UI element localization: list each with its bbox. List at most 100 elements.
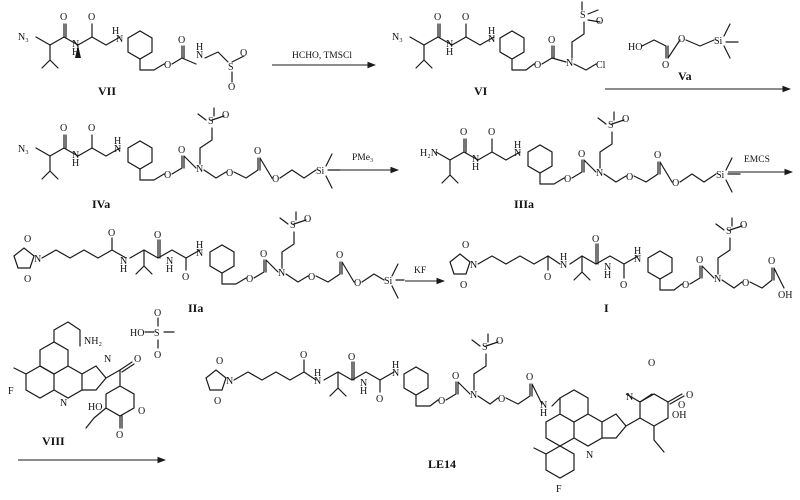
svg-text:OH: OH	[778, 290, 792, 301]
svg-text:O: O	[578, 149, 585, 160]
svg-text:H: H	[120, 264, 127, 275]
svg-text:O: O	[672, 178, 679, 189]
svg-text:N: N	[196, 248, 203, 259]
svg-text:O: O	[222, 110, 229, 121]
svg-text:O: O	[544, 272, 551, 283]
svg-text:N: N	[634, 254, 641, 265]
svg-text:O: O	[742, 278, 749, 289]
svg-text:N₃: N₃	[18, 32, 29, 43]
svg-text:N₃: N₃	[392, 32, 403, 43]
svg-text:O: O	[526, 372, 533, 383]
svg-text:S: S	[228, 62, 234, 73]
svg-text:O: O	[686, 390, 693, 401]
svg-text:O: O	[178, 35, 185, 46]
label-viii: VIII	[42, 434, 65, 448]
svg-text:F: F	[8, 386, 14, 397]
label-iva: IVa	[92, 197, 110, 211]
svg-text:O: O	[534, 60, 541, 71]
svg-text:F: F	[556, 484, 562, 495]
svg-text:O: O	[460, 127, 467, 138]
svg-text:O: O	[228, 82, 235, 93]
svg-text:O: O	[682, 280, 689, 291]
svg-text:N: N	[714, 274, 721, 285]
svg-text:O: O	[460, 280, 467, 291]
svg-text:N: N	[114, 144, 121, 155]
reagent-step5: KF	[414, 266, 426, 276]
svg-text:O: O	[376, 394, 383, 405]
svg-text:O: O	[336, 250, 343, 261]
svg-text:O: O	[88, 12, 95, 23]
svg-text:O: O	[60, 123, 67, 134]
compound-viii-structure: NH₂ F N N O O O HO HO S O O	[8, 308, 175, 441]
label-vii: VII	[98, 84, 116, 98]
svg-text:S: S	[608, 120, 614, 131]
svg-text:O: O	[134, 354, 141, 365]
svg-text:H: H	[604, 270, 611, 281]
svg-text:O: O	[564, 174, 571, 185]
svg-text:NH₂: NH₂	[84, 336, 102, 347]
svg-text:H: H	[514, 140, 521, 151]
svg-text:N: N	[166, 256, 173, 267]
svg-text:H: H	[472, 162, 479, 173]
svg-text:Si: Si	[384, 276, 393, 287]
reagent-step3: PMe₃	[352, 153, 373, 163]
svg-text:N: N	[626, 392, 633, 403]
svg-text:O: O	[300, 350, 307, 361]
svg-text:N₃: N₃	[18, 144, 29, 155]
svg-text:O: O	[622, 114, 629, 125]
svg-text:O: O	[272, 174, 279, 185]
reagent-step1: HCHO, TMSCl	[292, 51, 352, 61]
svg-text:N: N	[360, 378, 367, 389]
svg-text:O: O	[488, 127, 495, 138]
svg-text:N: N	[120, 256, 127, 267]
svg-text:O: O	[246, 274, 253, 285]
svg-text:H: H	[360, 386, 367, 397]
compound-vii-structure: N₃ O O H N H N O O H N S O O	[18, 12, 247, 93]
svg-text:H: H	[634, 246, 641, 257]
svg-text:O: O	[304, 214, 311, 225]
svg-text:O: O	[654, 150, 661, 161]
svg-text:O: O	[164, 60, 171, 71]
svg-text:N: N	[72, 150, 79, 161]
svg-text:O: O	[438, 396, 445, 407]
svg-text:O: O	[216, 356, 223, 367]
svg-text:O: O	[154, 230, 161, 241]
svg-text:O: O	[254, 146, 261, 157]
svg-text:H: H	[392, 360, 399, 371]
svg-text:N: N	[604, 262, 611, 273]
svg-text:N: N	[196, 164, 203, 175]
svg-text:Si: Si	[316, 166, 325, 177]
svg-text:O: O	[24, 274, 31, 285]
svg-text:H: H	[72, 47, 79, 58]
svg-text:O: O	[696, 255, 703, 266]
label-le14: LE14	[428, 457, 456, 471]
svg-text:O: O	[662, 60, 669, 71]
svg-text:N: N	[314, 376, 321, 387]
compound-iva-structure: N₃ O O N H H N O O N S O O O O Si	[18, 107, 341, 189]
svg-text:N: N	[566, 58, 573, 69]
svg-text:O: O	[620, 280, 627, 291]
compound-iia-structure: O O N O N H O N H O H N O O N S O O O O …	[13, 211, 405, 299]
svg-text:HO: HO	[88, 402, 102, 413]
svg-text:N: N	[278, 268, 285, 279]
svg-text:N: N	[60, 398, 67, 409]
svg-text:O: O	[678, 400, 685, 411]
label-iia: IIa	[188, 301, 203, 315]
svg-text:N: N	[514, 148, 521, 159]
svg-text:N: N	[470, 260, 477, 271]
svg-text:O: O	[138, 406, 145, 417]
svg-text:H: H	[488, 26, 495, 37]
svg-text:O: O	[154, 350, 161, 361]
svg-text:O: O	[498, 394, 505, 405]
svg-text:HO: HO	[130, 328, 144, 339]
compound-vi-structure: N₃ O O N H H N O O N S O Cl	[392, 1, 606, 71]
svg-text:H: H	[196, 240, 203, 251]
svg-text:H: H	[560, 252, 567, 263]
svg-text:O: O	[592, 234, 599, 245]
svg-text:O: O	[24, 234, 31, 245]
svg-text:N: N	[34, 254, 41, 265]
svg-text:O: O	[348, 352, 355, 363]
svg-text:S: S	[208, 116, 214, 127]
svg-text:S: S	[154, 328, 160, 339]
